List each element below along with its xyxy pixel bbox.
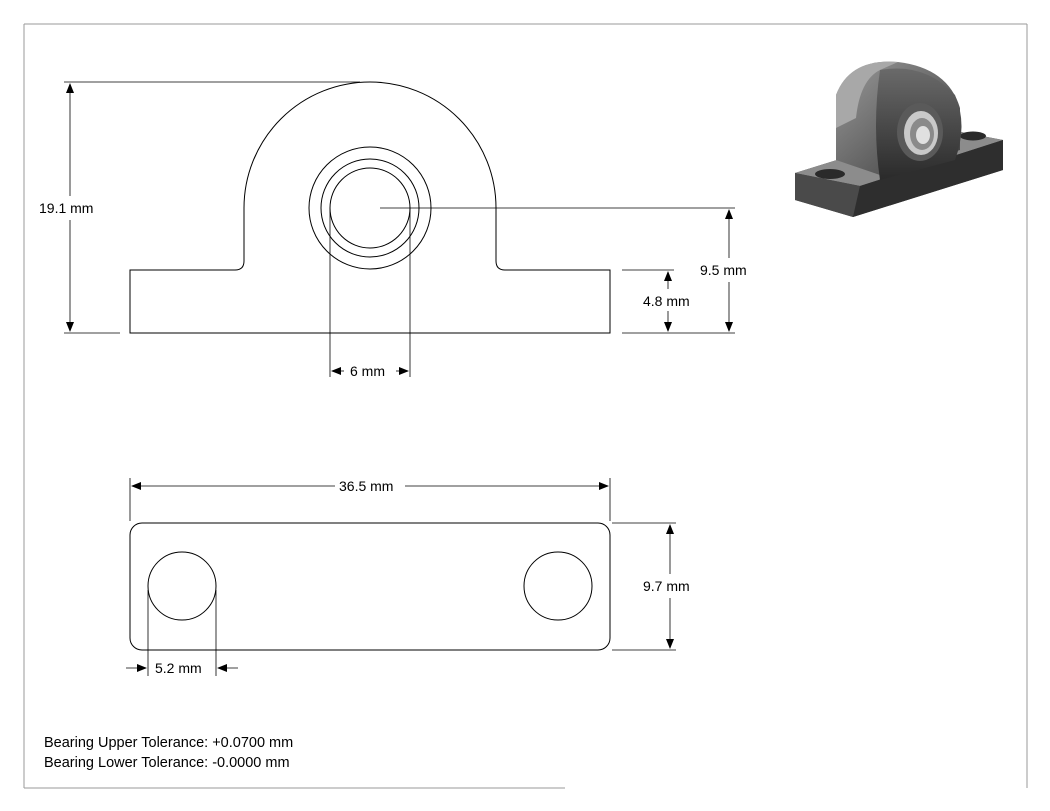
dimension-label-bore-center-height: 9.5 mm — [700, 262, 747, 278]
dimension-height-total: 19.1 mm — [39, 81, 360, 334]
drawing-frame — [23, 23, 1028, 789]
front-view-outline — [129, 81, 611, 334]
mounting-hole-right — [523, 551, 593, 621]
dimension-bore-diameter: 6 mm — [329, 208, 411, 379]
dimension-overall-length: 36.5 mm — [129, 478, 611, 521]
dimension-label-base-thickness: 4.8 mm — [643, 293, 690, 309]
dimension-label-base-width: 9.7 mm — [643, 578, 690, 594]
dimension-base-thickness: 4.8 mm — [622, 269, 690, 332]
front-view — [129, 81, 611, 334]
top-view-outline — [129, 522, 611, 651]
dimension-label-bore-diameter: 6 mm — [350, 363, 385, 379]
bearing-upper-tolerance-note: Bearing Upper Tolerance: +0.0700 mm — [44, 735, 294, 751]
dimension-label-overall-length: 36.5 mm — [339, 478, 393, 494]
mounting-hole-left — [147, 551, 217, 621]
bearing-lower-tolerance-note: Bearing Lower Tolerance: -0.0000 mm — [44, 755, 290, 771]
top-view — [129, 522, 611, 651]
pillow-block-bearing-3d-icon — [795, 61, 1003, 217]
dimension-hole-diameter: 5.2 mm — [126, 590, 238, 676]
dimension-label-hole-diameter: 5.2 mm — [155, 660, 202, 676]
dimension-base-width: 9.7 mm — [612, 522, 690, 651]
dimension-label-height-total: 19.1 mm — [39, 200, 93, 216]
dimension-bore-center-height: 9.5 mm — [380, 207, 747, 334]
